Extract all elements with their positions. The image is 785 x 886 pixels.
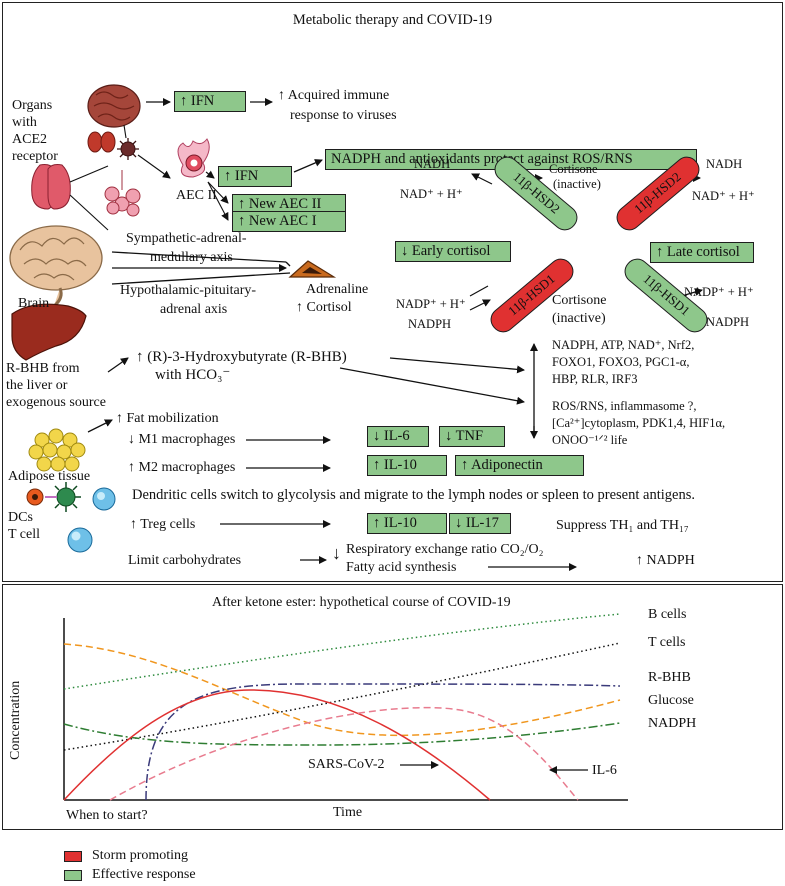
- tnf-box: ↓ TNF: [439, 426, 505, 448]
- rbhb-source-1: R-BHB from: [6, 361, 80, 376]
- m1-macrophages-label: ↓ M1 macrophages: [128, 432, 236, 447]
- up-list-2: FOXO1, FOXO3, PGC1-α,: [552, 355, 690, 369]
- acquired-immune-label-2: response to viruses: [290, 108, 397, 123]
- nadh-left: NADH: [414, 157, 451, 171]
- nadph-up-label: ↑ NADPH: [636, 553, 695, 568]
- sam-axis-label-2: medullary axis: [150, 250, 233, 265]
- alveoli-illustration: [104, 170, 141, 217]
- storm-swatch: [64, 851, 82, 862]
- down-list-2: [Ca²⁺]cytoplasm, PDK1,4, HIF1α,: [552, 416, 726, 430]
- il6-curve: [109, 706, 579, 801]
- nadp-left: NADP⁺ + H⁺: [396, 297, 466, 311]
- down-arrow-rer: ↓: [332, 543, 341, 563]
- down-list-3: ONOO⁻¹ᐟ² life: [552, 433, 628, 447]
- glucose-label: Glucose: [648, 693, 694, 708]
- chart-title: After ketone ester: hypothetical course …: [212, 595, 511, 610]
- brain-label: Brain: [18, 296, 50, 311]
- r-bhb-label: R-BHB: [648, 670, 691, 685]
- early-cortisol-box: ↓ Early cortisol: [395, 241, 511, 263]
- adrenal-gland-illustration: [288, 260, 337, 278]
- sars-cov-2-label: SARS-CoV-2: [308, 757, 385, 772]
- il6-box: ↓ IL-6: [367, 426, 429, 448]
- virus-illustration: [117, 138, 139, 160]
- limit-carbs-label: Limit carbohydrates: [128, 553, 242, 568]
- effective-swatch: [64, 870, 82, 881]
- metabolic-therapy-panel: [2, 2, 783, 582]
- up-list-1: NADPH, ATP, NAD⁺, Nrf2,: [552, 338, 695, 352]
- organs-label: Organs with ACE2 receptor: [12, 98, 58, 164]
- nadp-right: NADP⁺ + H⁺: [684, 285, 754, 299]
- up-list-3: HBP, RLR, IRF3: [552, 372, 638, 386]
- nadh-right: NADH: [706, 157, 743, 171]
- liver-illustration: [11, 303, 87, 361]
- nadph-curve: [63, 722, 621, 746]
- glucose-curve: [63, 643, 621, 737]
- sars-cov-2-curve: [63, 689, 491, 801]
- b-cells-curve: [63, 613, 621, 690]
- hpa-axis-label-1: Hypothalamic-pituitary-: [120, 283, 257, 298]
- aec2-cell-illustration: [177, 138, 210, 178]
- down-list-1: ROS/RNS, inflammasome ?,: [552, 399, 697, 413]
- t-cell-label: T cell: [8, 527, 41, 542]
- il17-box: ↓ IL-17: [449, 513, 511, 535]
- dendritic-cell-illustration: [26, 482, 116, 553]
- fas-label: Fatty acid synthesis: [346, 560, 457, 575]
- t-cells-curve: [63, 642, 621, 751]
- y-axis-label: Concentration: [8, 680, 23, 760]
- nadph-label: NADPH: [648, 716, 697, 731]
- adipose-tissue-label: Adipose tissue: [8, 469, 91, 484]
- rbhb-label: ↑ (R)-3-Hydroxybutyrate (R-BHB): [136, 349, 347, 365]
- rbhb-source-3: exogenous source: [6, 395, 106, 410]
- cortisone-bottom-2: (inactive): [552, 311, 606, 326]
- cortisone-top-1: Cortisone: [549, 162, 598, 176]
- adrenaline-label: Adrenaline: [306, 282, 369, 297]
- kidney-illustration: [87, 131, 116, 153]
- b-cells-label: B cells: [648, 607, 687, 622]
- il6-curve-label: IL-6: [592, 763, 617, 778]
- dcs-label: DCs: [8, 510, 33, 525]
- new-aec2-box: ↑ New AEC II: [232, 194, 346, 216]
- ifn-box-1: ↑ IFN: [174, 91, 246, 113]
- il10-box-1: ↑ IL-10: [367, 455, 447, 477]
- rbhb-hco3-label: with HCO₃⁻: [155, 367, 231, 383]
- rer-label: Respiratory exchange ratio CO₂/O₂: [346, 542, 544, 557]
- storm-legend-label: Storm promoting: [92, 848, 189, 863]
- dendritic-cells-text: Dendritic cells switch to glycolysis and…: [132, 487, 695, 503]
- hypothetical-course-panel: [2, 584, 783, 830]
- effective-legend-label: Effective response: [92, 867, 196, 882]
- when-to-start-label: When to start?: [66, 808, 148, 823]
- nad-left: NAD⁺ + H⁺: [400, 187, 463, 201]
- late-cortisol-box: ↑ Late cortisol: [650, 242, 754, 264]
- t-cells-label: T cells: [648, 635, 686, 650]
- nadph-right: NADPH: [706, 315, 750, 329]
- rbhb-source-2: the liver or: [6, 378, 68, 393]
- panel-title: Metabolic therapy and COVID-19: [292, 12, 493, 28]
- intestine-illustration: [87, 84, 141, 128]
- hpa-axis-label-2: adrenal axis: [160, 302, 228, 317]
- acquired-immune-label: ↑ Acquired immune: [278, 88, 390, 103]
- nadph-left: NADPH: [408, 317, 452, 331]
- sam-axis-label-1: Sympathetic-adrenal-: [126, 231, 247, 246]
- il10-box-2: ↑ IL-10: [367, 513, 447, 535]
- fat-mobilization-label: ↑ Fat mobilization: [116, 411, 219, 426]
- x-axis-label: Time: [333, 805, 363, 820]
- nad-right: NAD⁺ + H⁺: [692, 189, 755, 203]
- lungs-illustration: [31, 164, 71, 210]
- treg-cells-label: ↑ Treg cells: [130, 517, 196, 532]
- cortisone-bottom-1: Cortisone: [552, 293, 607, 308]
- suppress-th-label: Suppress TH₁ and TH₁₇: [556, 518, 689, 533]
- new-aec1-box: ↑ New AEC I: [232, 211, 346, 233]
- m2-macrophages-label: ↑ M2 macrophages: [128, 460, 236, 475]
- cortisone-top-2: (inactive): [553, 177, 601, 191]
- rbhb-curve: [145, 683, 621, 801]
- ifn-box-2: ↑ IFN: [218, 166, 292, 188]
- adiponectin-box: ↑ Adiponectin: [455, 455, 584, 477]
- adipose-illustration: [28, 428, 86, 472]
- aec2-label: AEC II: [176, 188, 217, 203]
- cortisol-label: ↑ Cortisol: [296, 300, 352, 315]
